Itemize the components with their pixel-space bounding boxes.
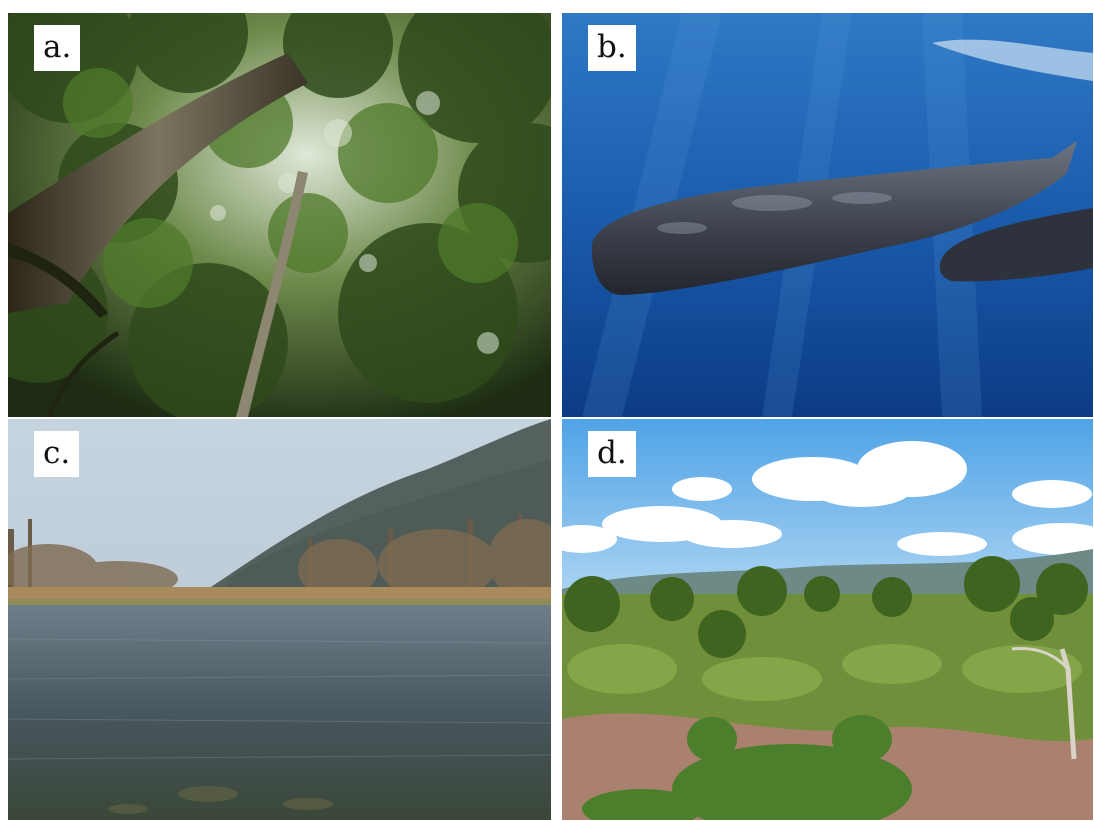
panel-river: c. — [8, 419, 551, 820]
panel-forest-canopy: a. — [8, 13, 551, 417]
shrubland-photo — [562, 419, 1093, 820]
panel-label-c: c. — [34, 431, 80, 477]
forest-canopy-photo — [8, 13, 551, 417]
panel-label-d: d. — [588, 431, 636, 477]
river-photo — [8, 419, 551, 820]
panel-label-a: a. — [34, 25, 81, 71]
panel-shrubland: d. — [562, 419, 1093, 820]
panel-label-b: b. — [588, 25, 636, 71]
whales-photo — [562, 13, 1093, 417]
panel-whales: b. — [562, 13, 1093, 417]
